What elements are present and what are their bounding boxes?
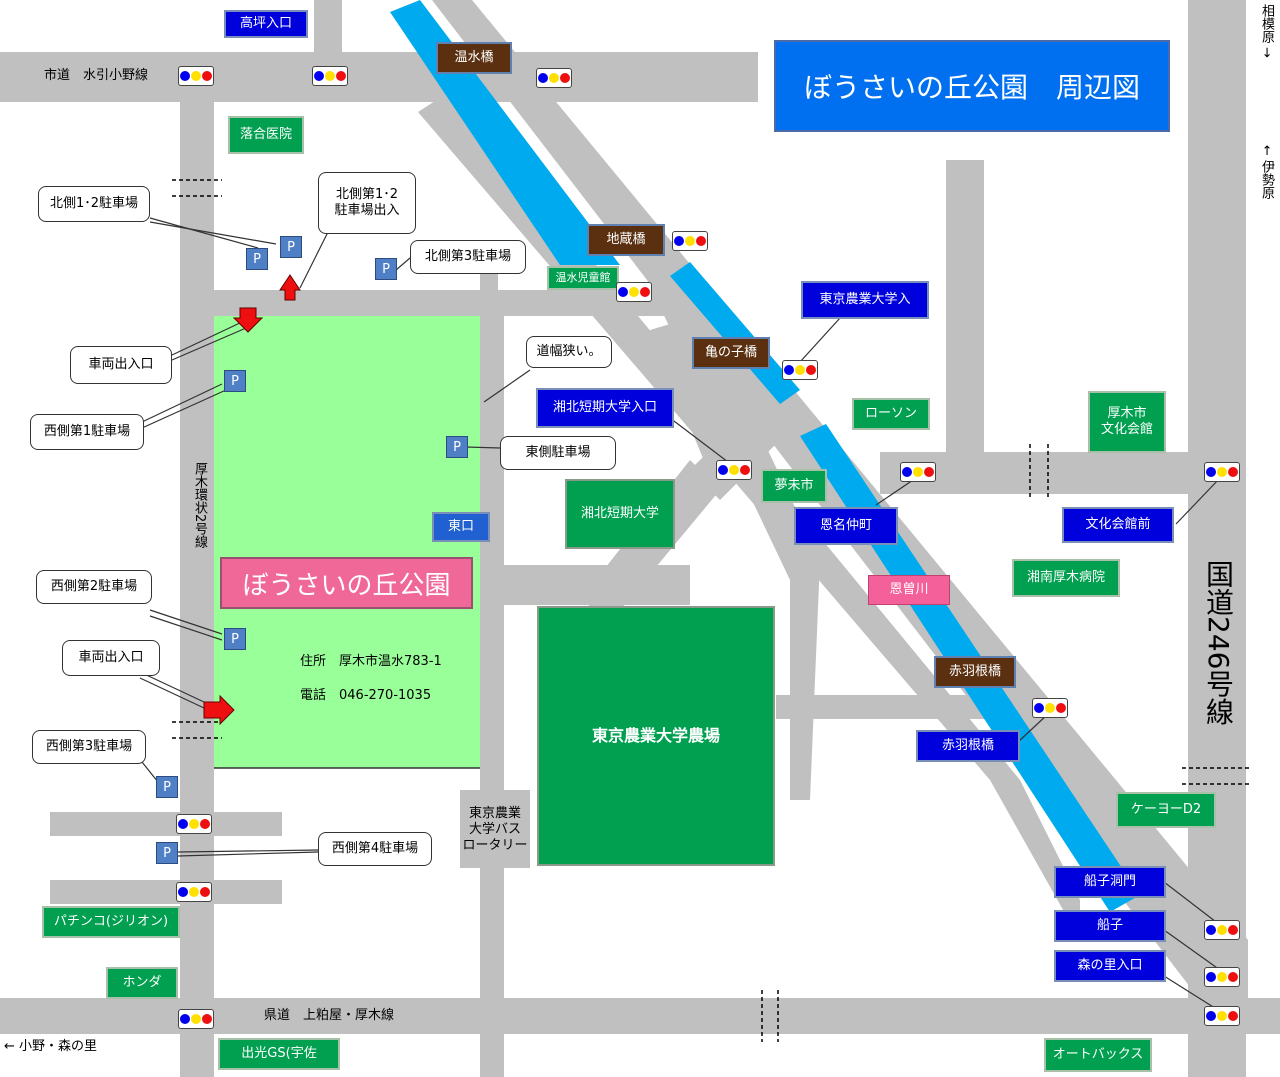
parking-east: P [446,436,468,458]
road-ring-road [180,52,214,1077]
label-shohoku-iri: 湘北短期大学入口 [536,388,674,428]
address-text: 住所 厚木市温水783-1 [300,654,442,669]
label-ochiai: 落合医院 [228,116,304,154]
label-higashiguchi: 東口 [432,512,490,542]
signal-icon [716,460,752,480]
signal-icon [176,814,212,834]
road-city-road [0,52,758,102]
label-bus-rotary: 東京農業 大学バス ロータリー [462,805,528,854]
road-takatsubo [314,0,342,60]
road-lawson-north [946,160,984,460]
road-label-246: 国道246号線 [1202,560,1235,726]
label-akabane: 赤羽根橋 [916,730,1020,762]
label-funako: 船子 [1054,910,1166,942]
signal-icon [176,882,212,902]
label-kamenoko-bridge: 亀の子橋 [692,337,770,369]
label-lawson: ローソン [852,398,930,430]
direction-sagamihara: 相模原 → [1259,4,1274,59]
arrow-north-entry [279,274,301,301]
direction-ono: ← 小野・森の里 [4,1039,98,1054]
road-diagonal-2 [418,90,1080,940]
parking-north-1: P [246,248,268,270]
direction-isehara: ← 伊勢原 [1259,145,1274,200]
road-west-b [50,880,282,904]
parking-west-4: P [156,842,178,864]
label-farm: 東京農業大学農場 [591,726,720,745]
label-honda: ホンダ [106,967,178,999]
road-kamenoko [650,318,740,480]
callout-west3: 西側第3駐車場 [32,730,146,764]
signal-icon [672,231,708,251]
label-jizo-bridge: 地蔵橋 [587,224,665,256]
parking-north-3: P [375,258,397,280]
signal-icon [178,66,214,86]
road-bus-rotary [460,790,530,868]
label-autobacs: オートバックス [1044,1038,1152,1072]
label-onsogawa: 恩曽川 [868,575,950,605]
callout-north3: 北側第3駐車場 [410,240,526,274]
phone-text: 電話 046-270-1035 [300,688,432,703]
label-takatsubo: 高坪入口 [224,10,308,38]
label-akabane-bridge: 赤羽根橋 [934,656,1016,688]
signal-icon [312,66,348,86]
farm-block [537,606,775,866]
signal-icon [1032,698,1068,718]
label-funako-domon: 船子洞門 [1054,866,1166,898]
label-bunka-mae: 文化会館前 [1062,507,1174,543]
label-shohoku: 湘北短期大学 [580,505,659,521]
road-west-a [50,812,282,836]
callout-west1: 西側第1駐車場 [30,414,144,450]
callout-vehicle-entry-2: 車両出入口 [62,640,160,676]
signal-icon [178,1009,214,1029]
map-title: ぼうさいの丘公園 周辺図 [774,40,1170,132]
park-area [214,316,480,768]
signal-icon [782,360,818,380]
school-block [565,479,675,549]
callout-narrow: 道幅狭い。 [526,336,612,368]
label-yumemi: 夢未市 [761,469,827,503]
river-upper [390,0,620,265]
label-morinosato: 森の里入口 [1054,950,1166,982]
parking-west-1: P [224,370,246,392]
callout-vehicle-entry-1: 車両出入口 [70,346,172,384]
road-label-city: 市道 水引小野線 [44,68,149,83]
parking-north-2: P [280,236,302,258]
callout-north12: 北側1･2駐車場 [38,186,150,222]
label-jidokan: 温水児童館 [547,266,619,290]
road-label-ring: 厚木環状2号線 [192,462,207,549]
leader-lines [139,217,1221,1011]
signal-icon [1204,967,1240,987]
signal-icon [1204,920,1240,940]
callout-north12-entry: 北側第1･2 駐車場出入 [318,172,416,234]
callout-west4: 西側第4駐車場 [318,832,432,866]
label-idemitsu: 出光GS(宇佐 [218,1038,340,1070]
arrow-west-entry-2 [203,694,235,726]
road-east-park [480,300,504,1077]
road-label-pref: 県道 上粕屋・厚木線 [264,1008,395,1023]
label-onna: 恩名仲町 [794,507,898,545]
label-nurumizu-bridge: 温水橋 [436,42,512,74]
label-pachinko: パチンコ(ジリオン) [42,906,180,938]
signal-icon [1204,462,1240,482]
parking-west-3: P [156,776,178,798]
road-diagonal-3 [640,265,820,800]
label-keiyo: ケーヨーD2 [1116,792,1216,828]
signal-icon [536,68,572,88]
park-name-label: ぼうさいの丘公園 [220,557,473,609]
callout-east-parking: 東側駐車場 [500,436,616,470]
signal-icon [900,462,936,482]
label-bunka-hall: 厚木市 文化会館 [1088,391,1166,453]
signal-icon [1204,1006,1240,1026]
parking-west-2: P [224,628,246,650]
callout-west2: 西側第2駐車場 [36,570,152,604]
label-shonan-hospital: 湘南厚木病院 [1012,559,1120,597]
arrow-west-entry-1 [232,307,264,333]
signal-icon [616,282,652,302]
label-nodai-iri: 東京農業大学入 [801,281,929,319]
road-breaks [172,179,1252,1042]
